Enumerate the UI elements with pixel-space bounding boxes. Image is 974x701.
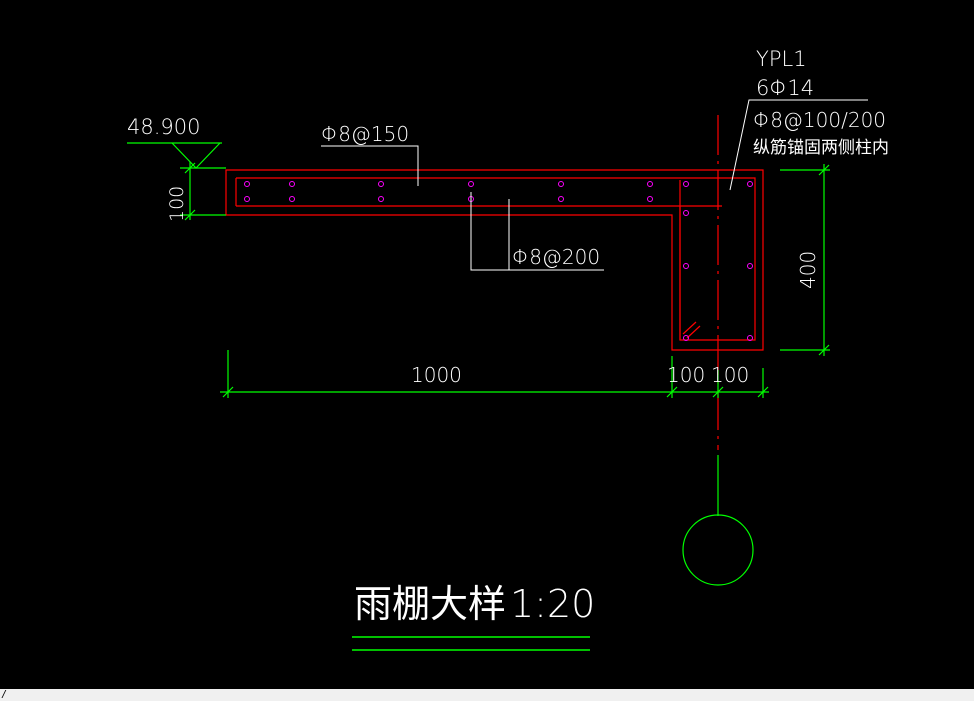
slab-bottom-rebar-label: Φ8@200 xyxy=(512,245,600,269)
elevation-marker xyxy=(127,142,222,169)
elevation-label: 48.900 xyxy=(127,115,200,139)
rebar-points xyxy=(244,181,753,341)
dim-beam-height-line xyxy=(780,164,830,356)
command-line[interactable]: / xyxy=(0,689,974,701)
dim-cantilever-label: 1000 xyxy=(411,363,462,387)
dim-beam-height-label: 400 xyxy=(796,251,820,289)
dim-half-right-label: 100 xyxy=(711,363,749,387)
slab-top-rebar-label: Φ8@150 xyxy=(321,122,409,146)
dim-bottom-line xyxy=(220,350,769,398)
drawing-scale: 1:20 xyxy=(510,582,595,626)
dim-slab-thickness-line xyxy=(180,162,226,221)
concrete-outline xyxy=(225,169,764,351)
drawing-title: 雨棚大样 xyxy=(354,582,506,626)
dim-half-left-label: 100 xyxy=(667,363,705,387)
stirrup-hook xyxy=(682,321,701,339)
beam-stirrup-label: Φ8@100/200 xyxy=(753,108,886,132)
beam-rebar-label: 6Φ14 xyxy=(756,76,814,100)
leader-lines xyxy=(321,99,868,271)
beam-name-label: YPL1 xyxy=(756,47,807,71)
command-prompt: / xyxy=(1,689,8,700)
axis-bubble xyxy=(682,514,754,586)
beam-note-label: 纵筋锚固两侧柱内 xyxy=(753,138,889,158)
dim-slab-thickness-label: 100 xyxy=(166,186,188,222)
rebar-lines xyxy=(235,177,756,341)
title-underline xyxy=(352,636,590,651)
